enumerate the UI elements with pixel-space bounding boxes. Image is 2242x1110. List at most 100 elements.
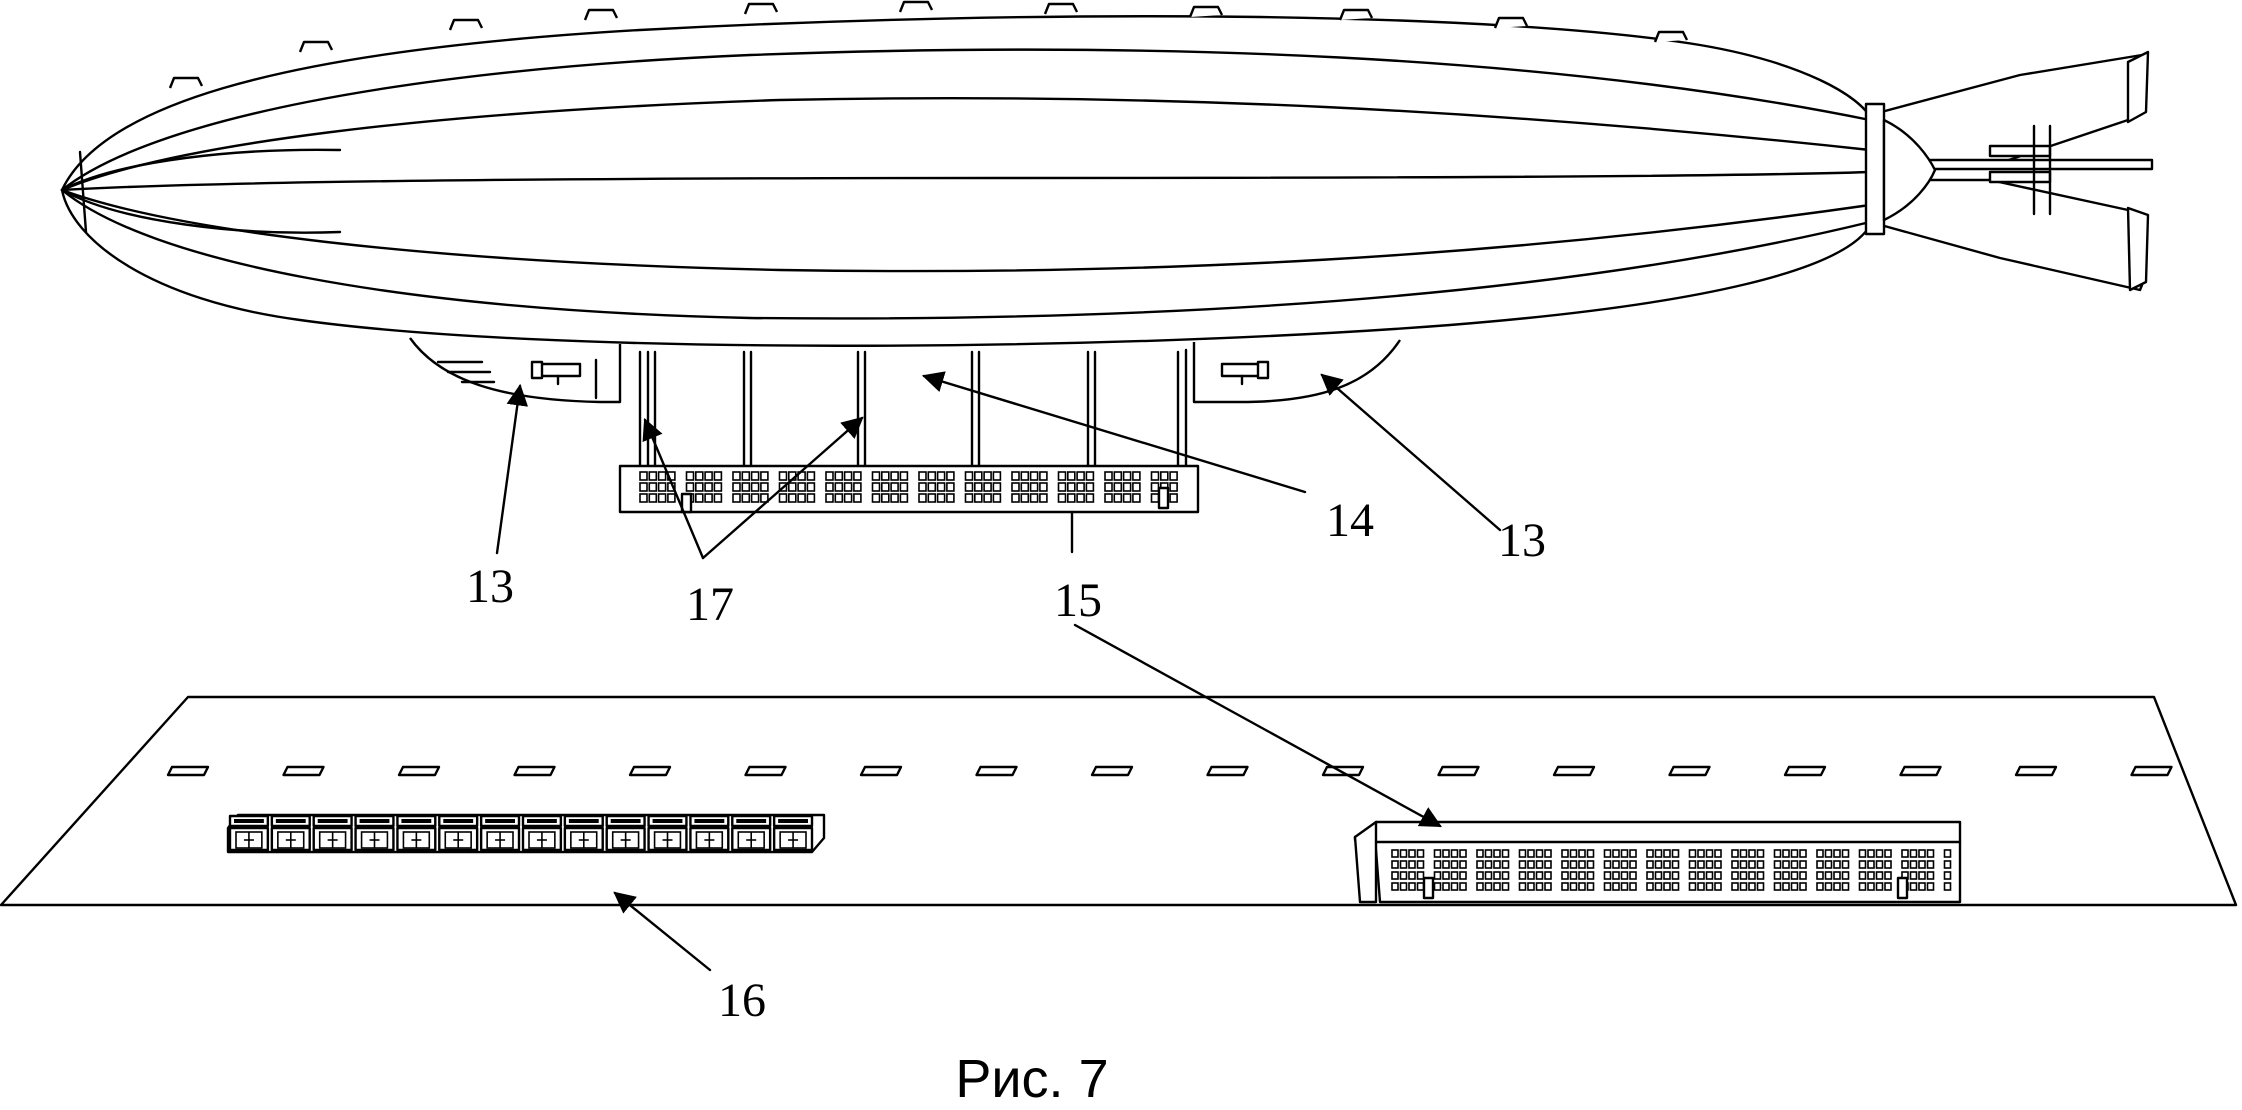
container-window: [1756, 849, 1765, 858]
container-window: [1756, 871, 1765, 880]
container-window: [880, 493, 890, 503]
container-window: [973, 482, 983, 492]
suspended-container: [618, 464, 1200, 514]
container-windows: [639, 471, 1178, 503]
container-window: [1867, 860, 1875, 869]
container-window: [1433, 860, 1442, 869]
container-window: [1816, 871, 1824, 880]
container-window: [936, 471, 946, 481]
container-window: [853, 493, 862, 503]
container-window: [1391, 849, 1399, 858]
container-window: [667, 493, 676, 503]
container-window: [1518, 871, 1527, 880]
container-window: [1748, 849, 1756, 858]
container-window: [1057, 493, 1067, 503]
container-window: [1578, 871, 1586, 880]
runway-dash: [1668, 765, 1711, 777]
container-window: [1756, 860, 1765, 869]
container-window: [1816, 849, 1824, 858]
container-window: [1544, 882, 1552, 891]
container-window: [657, 482, 667, 492]
container-window: [806, 482, 816, 492]
container-window: [1122, 482, 1132, 492]
container-window: [1459, 849, 1467, 858]
container-window: [1739, 860, 1748, 869]
container-window: [843, 493, 853, 503]
container-window: [880, 471, 890, 481]
container-window: [1705, 849, 1714, 858]
container-window: [1416, 860, 1425, 869]
container-window: [1085, 482, 1095, 492]
container-window: [1671, 860, 1680, 869]
leader-13-right: [1320, 373, 1502, 532]
container-window: [1450, 882, 1459, 891]
container-window: [713, 482, 723, 492]
container-window: [1858, 849, 1867, 858]
tail-fins: [1868, 50, 2154, 292]
container-unit: [312, 814, 353, 852]
container-window: [1731, 871, 1739, 880]
container-window: [936, 493, 946, 503]
container-window: [1501, 882, 1510, 891]
container-window: [1875, 871, 1884, 880]
container-window: [1169, 493, 1178, 503]
container-window: [834, 471, 844, 481]
container-window: [1654, 882, 1663, 891]
container-window: [1663, 849, 1671, 858]
container-window: [1867, 871, 1875, 880]
container-window: [639, 482, 648, 492]
container-window: [880, 482, 890, 492]
container-window: [1705, 871, 1714, 880]
container-window: [1705, 882, 1714, 891]
container-window: [927, 482, 937, 492]
container-window: [1909, 849, 1918, 858]
container-window: [1833, 849, 1841, 858]
container-window: [1399, 849, 1408, 858]
container-window: [1433, 849, 1442, 858]
container-window: [732, 493, 741, 503]
container-window: [899, 471, 909, 481]
container-window: [1020, 493, 1030, 503]
container-window: [1569, 871, 1578, 880]
container-window: [1705, 860, 1714, 869]
container-window: [1416, 871, 1425, 880]
container-window: [1029, 471, 1039, 481]
container-window: [1629, 860, 1637, 869]
container-window: [1824, 871, 1833, 880]
container-window: [946, 493, 955, 503]
container-window: [1011, 471, 1020, 481]
container-window: [1476, 882, 1484, 891]
container-window: [1391, 860, 1399, 869]
container-window: [1688, 849, 1697, 858]
container-window: [1578, 882, 1586, 891]
container-unit: [563, 814, 604, 852]
container-window: [1076, 482, 1085, 492]
container-window: [1841, 871, 1850, 880]
container-window: [1782, 871, 1790, 880]
container-window: [964, 493, 974, 503]
container-window: [760, 482, 769, 492]
container-unit: [354, 814, 395, 852]
container-window: [1782, 849, 1790, 858]
container-window: [1748, 882, 1756, 891]
container-window: [713, 471, 723, 481]
container-window: [1544, 871, 1552, 880]
container-window: [657, 471, 667, 481]
container-window: [1408, 849, 1416, 858]
runway-centerline: [166, 765, 2173, 777]
container-window: [1714, 860, 1722, 869]
container-unit: [521, 814, 563, 852]
runway: [0, 695, 2238, 907]
container-window: [1714, 871, 1722, 880]
container-window: [1918, 882, 1926, 891]
container-window: [1484, 882, 1493, 891]
container-window: [648, 482, 658, 492]
container-window: [1493, 860, 1501, 869]
container-window: [983, 493, 992, 503]
container-window: [1057, 482, 1067, 492]
container-window: [1150, 471, 1160, 481]
container-window: [1476, 860, 1484, 869]
runway-dash: [628, 765, 672, 777]
container-window: [1884, 849, 1892, 858]
container-window: [1697, 849, 1705, 858]
